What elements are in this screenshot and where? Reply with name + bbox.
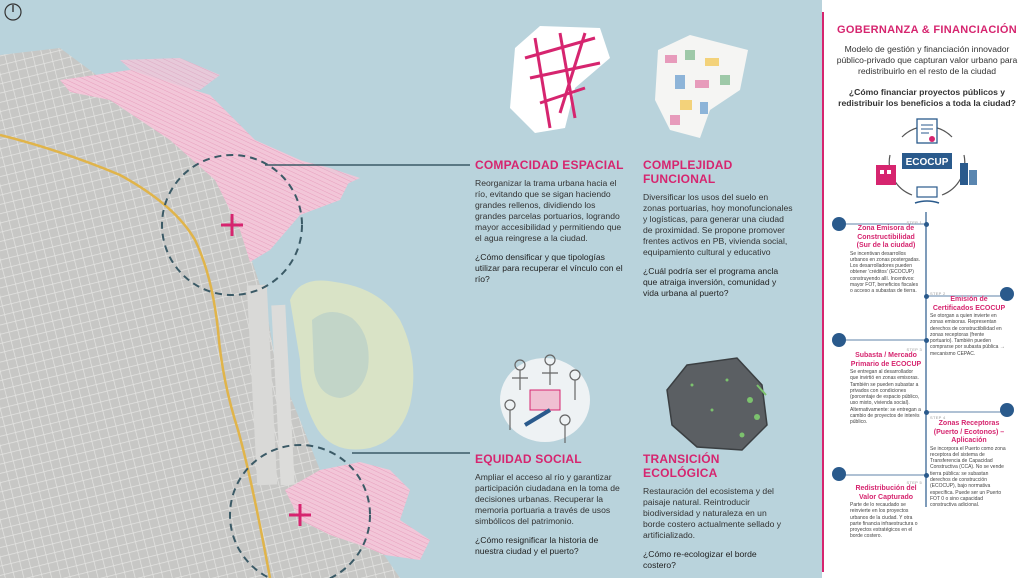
steps-timeline [838, 212, 1012, 507]
compacidad-question: ¿Cómo densificar y que tipologías utiliz… [475, 252, 623, 284]
location-icon [832, 467, 846, 481]
step-2: STEP 2 Emisión de Certificados ECOCUP Se… [930, 291, 1008, 357]
step-1: STEP 1 Zona Emisora de Constructibilidad… [850, 220, 922, 295]
equidad-block: EQUIDAD SOCIAL Ampliar el acceso al río … [475, 452, 623, 557]
focus-circle-north [161, 154, 303, 296]
panel-description: Modelo de gestión y financiación innovad… [836, 44, 1018, 76]
gavel-icon [832, 333, 846, 347]
step-2-title: Emisión de Certificados ECOCUP [932, 296, 1006, 312]
step-3-desc: Se entregan al desarrollador que invirti… [850, 369, 921, 426]
certificate-icon [916, 118, 938, 144]
step-3-label: STEP 3 [906, 347, 922, 352]
equidad-illustration [500, 354, 590, 443]
step-1-desc: Se incentivan desarrollos urbanos en zon… [850, 250, 921, 295]
compacidad-diagram [510, 26, 610, 133]
step-2-desc: Se otorgan a quien invierte en zonas emi… [930, 313, 1005, 357]
complejidad-block: COMPLEJIDAD FUNCIONAL Diversificar los u… [643, 158, 793, 299]
timeline-dot-3 [924, 338, 929, 343]
step-5-title: Redistribución del Valor Capturado [855, 485, 917, 501]
ecocup-label: ECOCUP [906, 157, 949, 168]
step-5-label: STEP 5 [906, 480, 922, 485]
plus-marker-south [289, 504, 311, 526]
step-1-title: Zona Emisora de Constructibilidad (Sur d… [856, 225, 916, 249]
timeline-dot-4 [924, 410, 929, 415]
plus-marker-north [221, 214, 243, 236]
timeline-dot-2 [924, 294, 929, 299]
step-5-desc: Parte de lo recaudado se reinvierte en l… [850, 502, 918, 540]
step-5: STEP 5 Redistribución del Valor Capturad… [850, 480, 922, 540]
compacidad-title: COMPACIDAD ESPACIAL [475, 158, 624, 172]
panel-question: ¿Cómo financiar proyectos públicos y red… [838, 87, 1016, 108]
north-arrow-icon [4, 3, 22, 21]
complejidad-body: Diversificar los usos del suelo en zonas… [643, 192, 793, 257]
complejidad-question: ¿Cuál podría ser el programa ancla que a… [643, 266, 779, 298]
transicion-block: TRANSICIÓN ECOLÓGICA Restauración del ec… [643, 452, 783, 571]
south-port-zone [285, 462, 430, 560]
map-pin-icon [832, 217, 846, 231]
step-4: STEP 4 Zonas Receptoras (Puerto / Ecoton… [930, 415, 1008, 508]
equidad-title: EQUIDAD SOCIAL [475, 452, 582, 466]
panel-accent-bar [822, 12, 824, 572]
complejidad-title: COMPLEJIDAD FUNCIONAL [643, 158, 733, 186]
transicion-body: Restauración del ecosistema y del paisaj… [643, 486, 782, 540]
equidad-body: Ampliar el acceso al río y garantizar pa… [475, 472, 620, 526]
timeline-dot-1 [924, 222, 929, 227]
transicion-title: TRANSICIÓN ECOLÓGICA [643, 452, 720, 480]
step-4-label: STEP 4 [930, 415, 946, 420]
buildings-icon [960, 163, 977, 185]
timeline-dot-5 [924, 473, 929, 478]
step-1-label: STEP 1 [906, 220, 922, 225]
panel-title: GOBERNANZA & FINANCIACIÓN [836, 24, 1018, 36]
complejidad-diagram [655, 35, 748, 138]
step-2-label: STEP 2 [930, 291, 946, 296]
step-3-title: Subasta / Mercado Primario de ECOCUP [850, 352, 922, 368]
transicion-question: ¿Cómo re-ecologizar el borde costero? [643, 549, 757, 570]
hand-money-icon [914, 186, 940, 204]
factory-icon [876, 165, 896, 185]
network-icon [1000, 403, 1014, 417]
equidad-question: ¿Cómo resignificar la historia de nuestr… [475, 535, 599, 556]
highway-line [0, 133, 272, 578]
document-icon [1000, 287, 1014, 301]
governance-panel: GOBERNANZA & FINANCIACIÓN Modelo de gest… [822, 0, 1024, 578]
step-3: STEP 3 Subasta / Mercado Primario de ECO… [850, 347, 922, 426]
compacidad-block: COMPACIDAD ESPACIAL Reorganizar la trama… [475, 158, 625, 285]
transicion-map [666, 357, 768, 451]
ecocup-cycle-diagram: ECOCUP [876, 118, 977, 204]
focus-circle-south [229, 444, 371, 578]
dock-strip [246, 284, 278, 486]
compacidad-body: Reorganizar la trama urbana hacia el río… [475, 178, 622, 243]
step-4-desc: Se incorpora el Puerto como zona recepto… [930, 445, 1006, 509]
step-4-title: Zonas Receptoras (Puerto / Ecotonos) – A… [933, 420, 1005, 444]
